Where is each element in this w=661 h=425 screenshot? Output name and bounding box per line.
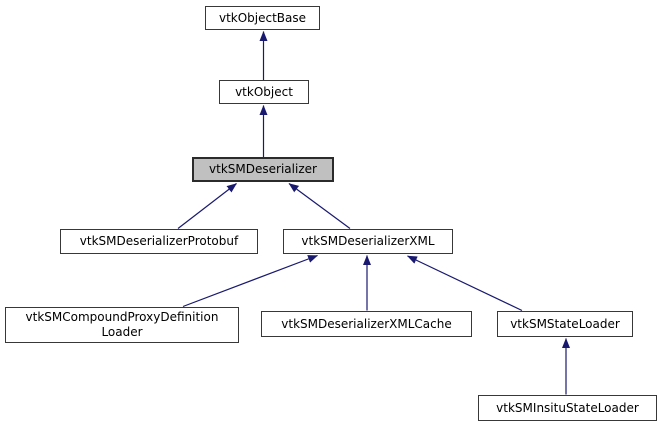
class-node-vtkSMDeserializerXML[interactable]: vtkSMDeserializerXML: [283, 229, 453, 254]
class-node-vtkSMDeserializerProtobuf[interactable]: vtkSMDeserializerProtobuf: [60, 229, 258, 254]
edge-vtkSMStateLoader-to-vtkSMDeserializerXML: [407, 255, 523, 312]
edge-vtkSMDeserializerProtobuf-to-vtkSMDeserializer: [177, 183, 237, 229]
class-node-vtkSMDeserializer-current: vtkSMDeserializer: [192, 157, 334, 182]
class-node-label: vtkSMInsituStateLoader: [496, 400, 639, 415]
class-node-label: vtkSMDeserializerProtobuf: [79, 234, 239, 248]
class-node-vtkObject[interactable]: vtkObject: [219, 80, 309, 104]
class-node-label: vtkSMDeserializerXML: [301, 234, 435, 248]
class-node-vtkSMCompoundProxyDefinitionLoader[interactable]: vtkSMCompoundProxyDefinition Loader: [5, 307, 239, 343]
class-node-label: vtkObject: [235, 84, 293, 99]
class-node-label: vtkSMDeserializer: [209, 162, 317, 176]
edge-vtkSMDeserializerXML-to-vtkSMDeserializer: [288, 183, 351, 229]
class-node-vtkSMInsituStateLoader[interactable]: vtkSMInsituStateLoader: [478, 395, 657, 421]
class-node-label: vtkSMStateLoader: [510, 316, 620, 331]
class-node-label: vtkSMCompoundProxyDefinition Loader: [25, 310, 219, 339]
class-node-vtkSMStateLoader[interactable]: vtkSMStateLoader: [497, 311, 633, 337]
class-node-vtkObjectBase[interactable]: vtkObjectBase: [205, 6, 320, 30]
class-node-vtkSMDeserializerXMLCache[interactable]: vtkSMDeserializerXMLCache: [261, 311, 472, 337]
class-node-label: vtkSMDeserializerXMLCache: [281, 316, 452, 331]
class-node-label: vtkObjectBase: [218, 10, 307, 25]
edge-vtkSMCompoundProxyDefinitionLoader-to-vtkSMDeserializerXML: [182, 254, 318, 308]
